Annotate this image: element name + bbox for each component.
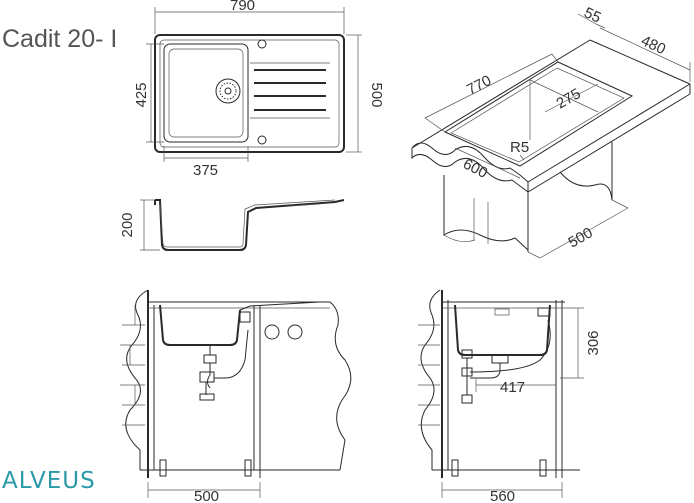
side-profile: 200: [119, 199, 345, 251]
dim-iso-radius: R5: [510, 139, 529, 156]
drain-icon: [215, 78, 241, 104]
dim-side-drain: 417: [500, 379, 525, 396]
dim-iso-bowl-width: 275: [554, 85, 584, 112]
dim-iso-overhang: 55: [581, 4, 603, 26]
dim-iso-cut-length: 770: [464, 72, 494, 99]
side-install-view: 306 417 560: [418, 289, 602, 503]
dim-bowl-width: 375: [193, 162, 218, 179]
dim-side-height: 306: [585, 330, 602, 355]
dim-iso-side: 500: [566, 224, 596, 251]
dim-side-cabinet: 560: [490, 488, 515, 503]
dim-top-height: 500: [368, 82, 385, 107]
product-title: Cadit 20- I: [2, 25, 117, 53]
brand-logo: ALVEUS: [2, 468, 96, 494]
dim-bowl-height: 425: [133, 82, 150, 107]
front-install-view: 500: [120, 289, 352, 503]
dim-depth: 200: [119, 212, 136, 237]
dim-iso-depth: 480: [638, 32, 668, 58]
dim-top-width: 790: [230, 0, 255, 14]
top-view: 790 500 425 375: [133, 0, 385, 179]
dim-front-cabinet: 500: [194, 488, 219, 503]
iso-view: 55 480 770 275 R5 600 500: [411, 4, 691, 259]
